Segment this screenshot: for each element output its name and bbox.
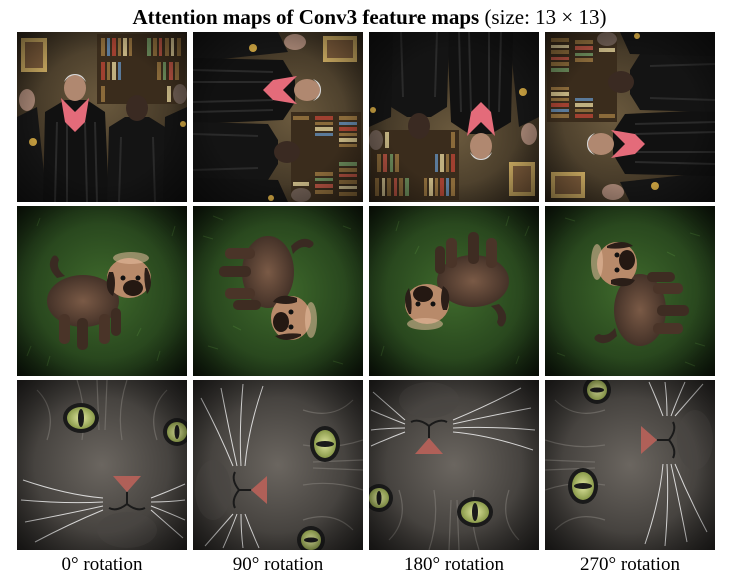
attention-map-image xyxy=(17,206,187,376)
attention-map-cat-180 xyxy=(369,380,539,550)
attention-map-people-270 xyxy=(545,32,715,202)
rotation-label-0: 0° rotation xyxy=(61,554,143,575)
attention-map-image xyxy=(369,32,539,202)
attention-map-puppy-0 xyxy=(17,206,187,376)
attention-map-image xyxy=(17,32,187,202)
figure-title: Attention maps of Conv3 feature maps (si… xyxy=(0,4,739,30)
attention-map-image xyxy=(17,380,187,550)
attention-map-image xyxy=(369,380,539,550)
attention-map-cat-90 xyxy=(193,380,363,550)
attention-map-people-0 xyxy=(17,32,187,202)
attention-map-image xyxy=(545,32,715,202)
attention-map-image xyxy=(545,206,715,376)
attention-map-image xyxy=(545,380,715,550)
rotation-label-90: 90° rotation xyxy=(232,554,324,575)
attention-map-image xyxy=(193,206,363,376)
attention-map-puppy-270 xyxy=(545,206,715,376)
attention-map-image xyxy=(369,206,539,376)
rotation-label-180: 180° rotation xyxy=(404,554,504,575)
rotation-label-270: 270° rotation xyxy=(580,554,680,575)
attention-map-puppy-180 xyxy=(369,206,539,376)
attention-map-people-90 xyxy=(193,32,363,202)
figure-title-size: (size: 13 × 13) xyxy=(484,5,607,29)
attention-map-image xyxy=(193,380,363,550)
attention-map-image xyxy=(193,32,363,202)
attention-map-cat-0 xyxy=(17,380,187,550)
figure-title-main: Attention maps of Conv3 feature maps xyxy=(132,5,480,29)
attention-map-cat-270 xyxy=(545,380,715,550)
attention-map-puppy-90 xyxy=(193,206,363,376)
attention-map-people-180 xyxy=(369,32,539,202)
